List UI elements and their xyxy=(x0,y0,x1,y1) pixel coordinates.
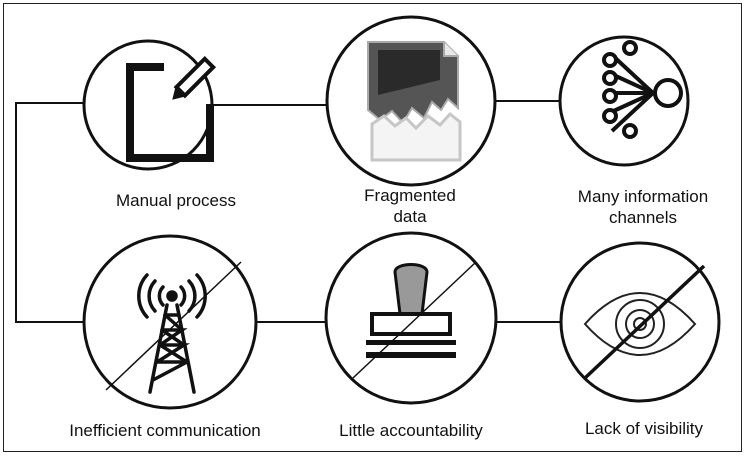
label-manual-process: Manual process xyxy=(115,191,236,210)
node-lack-of-visibility xyxy=(559,241,721,403)
node-inefficient-communication xyxy=(82,234,258,410)
node-circle xyxy=(82,39,214,171)
eye-icon xyxy=(583,292,697,356)
strike-line xyxy=(583,264,706,380)
node-manual-process xyxy=(82,39,217,171)
strike-line xyxy=(352,261,477,379)
node-many-information-channels xyxy=(558,35,690,167)
node-circle xyxy=(82,234,258,410)
label-little-accountability: Little accountability xyxy=(339,421,483,440)
label-many-information-channels: Many information channels xyxy=(577,187,709,227)
node-little-accountability xyxy=(324,231,498,405)
network-nodes-icon xyxy=(602,40,683,139)
connector-manual-to-inefficient xyxy=(15,102,84,323)
strike-line xyxy=(105,261,242,391)
connectors xyxy=(15,100,562,323)
label-lack-of-visibility: Lack of visibility xyxy=(584,419,704,438)
broken-document-icon xyxy=(367,41,462,162)
node-fragmented-data xyxy=(325,15,497,187)
edit-icon xyxy=(126,55,217,162)
node-circle xyxy=(558,35,690,167)
label-inefficient-communication: Inefficient communication xyxy=(69,421,261,440)
label-fragmented-data: Fragmented data xyxy=(364,186,456,226)
